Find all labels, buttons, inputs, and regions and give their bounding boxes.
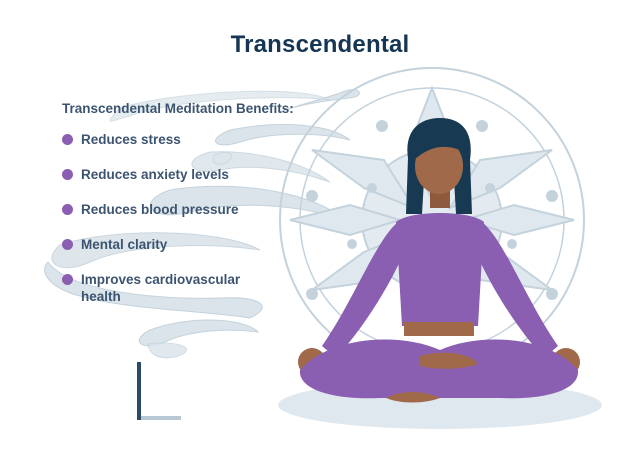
bullet-icon (62, 204, 73, 215)
list-item: Reduces stress (62, 131, 311, 148)
incense-smoke (44, 89, 360, 359)
list-item: Improves cardiovascular health (62, 271, 311, 305)
benefits-heading: Transcendental Meditation Benefits: (62, 101, 294, 116)
benefit-label: Improves cardiovascular health (81, 272, 241, 304)
benefit-label: Mental clarity (81, 237, 168, 252)
incense-stick (137, 362, 181, 420)
benefit-label: Reduces blood pressure (81, 202, 239, 217)
benefit-label: Reduces stress (81, 132, 181, 147)
benefit-label: Reduces anxiety levels (81, 167, 229, 182)
list-item: Reduces blood pressure (62, 201, 311, 218)
meditating-woman (298, 118, 580, 403)
bullet-icon (62, 239, 73, 250)
bullet-icon (62, 169, 73, 180)
list-item: Mental clarity (62, 236, 311, 253)
page-title: Transcendental (230, 31, 410, 58)
list-item: Reduces anxiety levels (62, 166, 311, 183)
bullet-icon (62, 274, 73, 285)
bullet-icon (62, 134, 73, 145)
